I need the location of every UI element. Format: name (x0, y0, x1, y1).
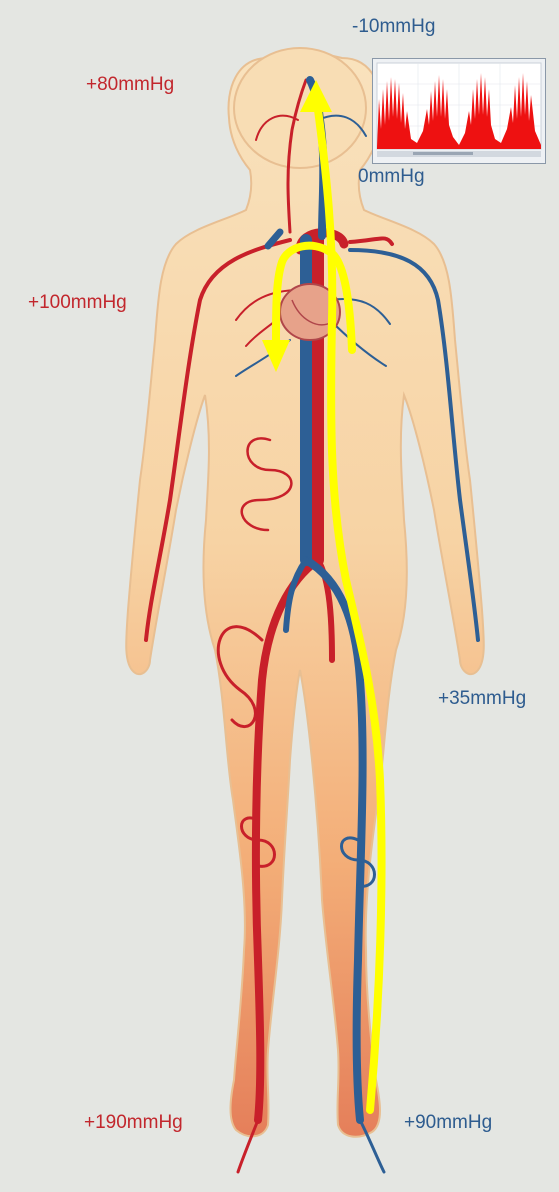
label-monitor-zero-pressure: 0mmHg (358, 166, 425, 188)
waveform-screen (373, 59, 545, 163)
label-top-venous-pressure: -10mmHg (352, 16, 435, 38)
label-head-arterial-pressure: +80mmHg (86, 74, 174, 96)
label-hand-venous-pressure: +35mmHg (438, 688, 526, 710)
pressure-waveform-monitor (372, 58, 546, 164)
label-foot-arterial-pressure: +190mmHg (84, 1112, 183, 1134)
label-foot-venous-pressure: +90mmHg (404, 1112, 492, 1134)
label-chest-arterial-pressure: +100mmHg (28, 292, 127, 314)
head-shape (234, 48, 366, 168)
